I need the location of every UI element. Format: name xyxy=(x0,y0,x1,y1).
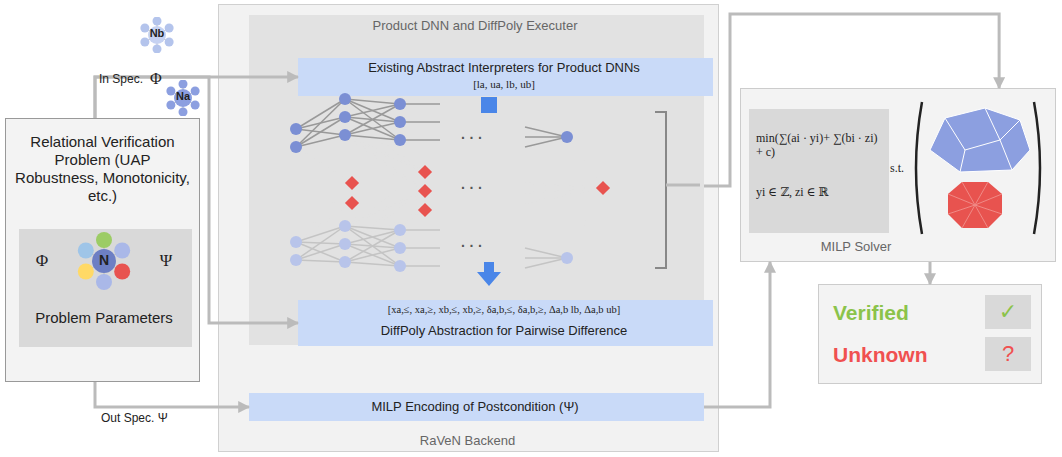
ellipsis: · · · xyxy=(461,130,483,147)
node-text: DiffPoly Abstraction for Pairwise Differ… xyxy=(298,323,710,339)
node-text: Existing Abstract Interpreters for Produ… xyxy=(298,60,710,76)
network-icon: Nb xyxy=(139,17,178,53)
node-text: MILP Encoding of Postcondition (Ψ) xyxy=(249,399,701,415)
node-text: MILP Solver xyxy=(781,239,931,255)
node-text: Φ xyxy=(31,251,53,271)
diffpoly-band: [xa,≤, xa,≥, xb,≤, xb,≥, δa,b,≤, δa,b,≥,… xyxy=(298,300,713,346)
parameter-box: Φ N Ψ Problem Parameters xyxy=(19,229,192,347)
node-text: Verified xyxy=(833,300,983,325)
node-text: Ψ xyxy=(155,251,177,271)
ellipsis: · · · xyxy=(461,238,483,255)
flow-arrow xyxy=(704,262,770,407)
interpreter-band: Existing Abstract Interpreters for Produ… xyxy=(298,58,713,96)
network-icon: Na xyxy=(165,80,204,116)
constraint-label: s.t. xyxy=(890,161,904,175)
bracket xyxy=(655,112,700,268)
polytope-set xyxy=(916,102,1040,234)
milp-encoding-band: MILP Encoding of Postcondition (Ψ) xyxy=(249,393,704,421)
flow-arrow xyxy=(704,14,999,186)
node-text: Na xyxy=(165,90,201,103)
blue-square xyxy=(481,97,497,113)
node-text: Product DNN and DiffPoly Executer xyxy=(249,18,701,34)
node-text: RaVeN Backend xyxy=(219,433,716,449)
node-text: Problem Parameters xyxy=(19,309,189,327)
spec-symbol: Φ xyxy=(150,69,162,88)
network-illustration xyxy=(290,93,610,272)
node-text: Relational Verification Problem (UAP Rob… xyxy=(11,133,194,205)
node-text: yi ∈ ℤ, zi ∈ ℝ xyxy=(756,185,884,199)
node-text: Unknown xyxy=(833,342,983,367)
flow-arrow xyxy=(95,77,298,323)
result-box: Verified✓Unknown? xyxy=(818,284,1042,384)
objective-box: min(∑(ai · yi)+ ∑(bi · zi) + c) yi ∈ ℤ, z… xyxy=(749,109,889,233)
node-text: ✓ xyxy=(985,295,1031,329)
node-text: ? xyxy=(985,337,1031,371)
ellipsis: · · · xyxy=(461,180,483,197)
down-arrow xyxy=(477,262,501,286)
backend-panel: Existing Abstract Interpreters for Produ… xyxy=(218,4,719,452)
node-text: [la, ua, lb, ub] xyxy=(298,78,710,91)
problem-box: Φ N Ψ Problem Parameters Relational Verifica… xyxy=(5,118,200,382)
flow-arrow xyxy=(929,262,932,284)
node-text: min(∑(ai · yi)+ ∑(bi · zi) + c) xyxy=(756,131,884,160)
edge-label: Out Spec. Ψ xyxy=(101,411,168,425)
node-text: Nb xyxy=(139,27,175,40)
network-icon-art xyxy=(19,229,192,347)
edge-label: In Spec. xyxy=(99,72,143,86)
node-text: [xa,≤, xa,≥, xb,≤, xb,≥, δa,b,≤, δa,b,≥,… xyxy=(298,304,710,317)
flow-arrow xyxy=(95,382,249,407)
node-text: N xyxy=(89,252,119,269)
